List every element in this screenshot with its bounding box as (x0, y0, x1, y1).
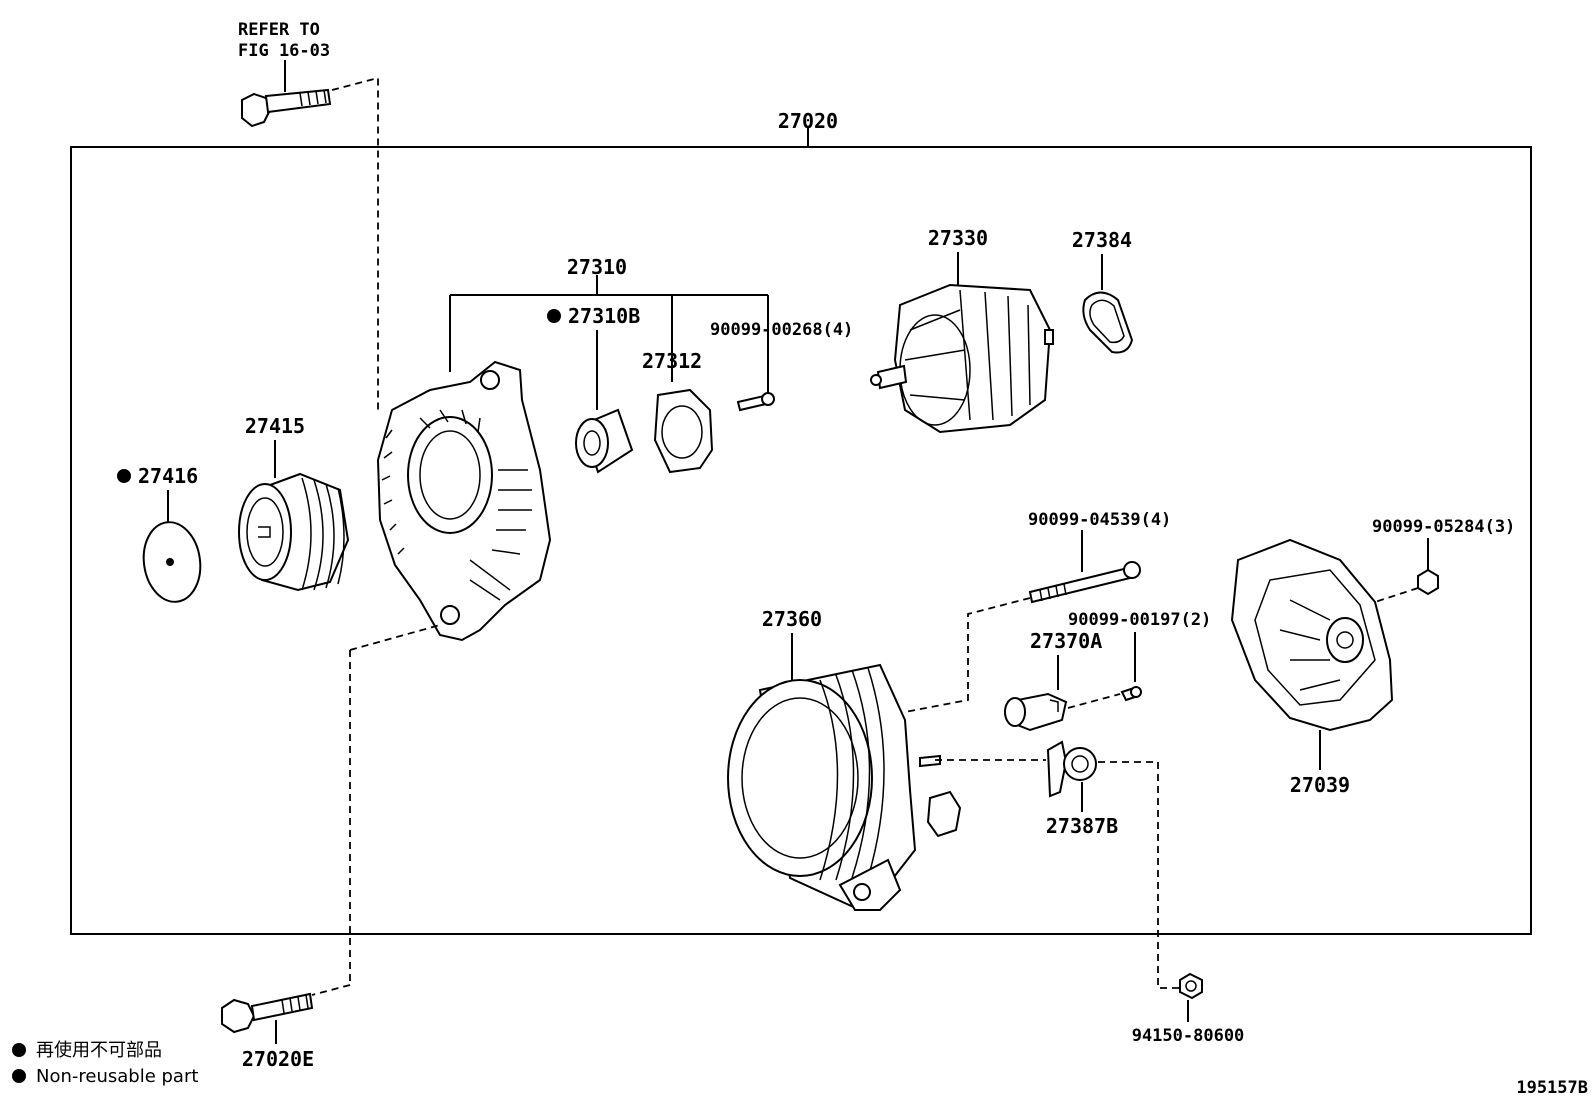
legend-text-en: Non-reusable part (36, 1066, 198, 1087)
label-90099-00197: 90099-00197(2) (1068, 610, 1211, 630)
label-90099-05284: 90099-05284(3) (1372, 517, 1515, 537)
legend-bullet-en (12, 1069, 26, 1083)
label-27360: 27360 (762, 607, 822, 631)
bottom-bolt-icon (221, 992, 314, 1034)
label-27384: 27384 (1072, 228, 1132, 252)
hex-nut-icon (1179, 972, 1203, 1000)
rotor-icon (870, 283, 1054, 434)
label-27310: 27310 (567, 255, 627, 279)
screw-icon (736, 392, 775, 412)
top-bolt-icon (241, 88, 332, 128)
label-27330: 27330 (928, 226, 988, 250)
rear-cover-icon (1230, 538, 1394, 732)
label-27415: 27415 (245, 414, 305, 438)
refer-note-line1: REFER TO (238, 20, 320, 40)
label-90099-04539: 90099-04539(4) (1028, 510, 1171, 530)
terminal-insulator-icon (1046, 740, 1097, 798)
retainer-plate-icon (653, 388, 714, 474)
label-27416: 27416 (138, 464, 198, 488)
refer-note-line2: FIG 16-03 (238, 41, 330, 61)
drive-end-frame-icon (376, 360, 552, 642)
label-27020E: 27020E (242, 1047, 314, 1071)
label-27020: 27020 (778, 109, 838, 133)
label-27039: 27039 (1290, 773, 1350, 797)
label-90099-00268: 90099-00268(4) (710, 320, 853, 340)
label-27312: 27312 (642, 349, 702, 373)
legend-text-jp: 再使用不可部品 (36, 1040, 162, 1061)
stator-housing-icon (727, 663, 962, 912)
label-94150-80600: 94150-80600 (1132, 1026, 1245, 1046)
label-27370A: 27370A (1030, 629, 1102, 653)
assembly-box (70, 146, 1532, 935)
through-bolt-icon (1028, 561, 1141, 604)
pulley-icon (238, 472, 350, 592)
label-27310B: 27310B (568, 304, 640, 328)
bearing-icon (575, 408, 634, 474)
pulley-cap-icon (142, 521, 202, 603)
brush-holder-icon (1004, 692, 1068, 732)
non-reusable-bullet-27416 (117, 469, 131, 483)
label-27387B: 27387B (1046, 814, 1118, 838)
figure-id: 195157B (1516, 1078, 1588, 1098)
nut-icon (1417, 568, 1439, 596)
seal-ring-icon (1082, 291, 1134, 354)
legend-bullet-jp (12, 1043, 26, 1057)
non-reusable-bullet-27310B (547, 309, 561, 323)
small-screw-icon (1120, 686, 1142, 702)
